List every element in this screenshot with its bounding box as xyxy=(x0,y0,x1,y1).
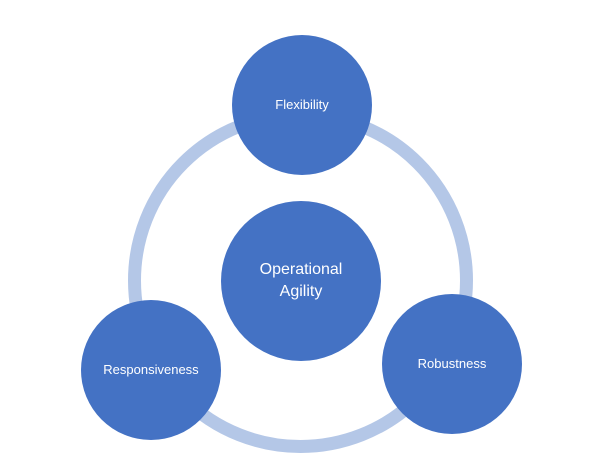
node-flexibility-label: Flexibility xyxy=(275,96,329,112)
node-operational-agility-label: Operational Agility xyxy=(259,261,343,300)
node-flexibility: Flexibility xyxy=(232,35,372,175)
node-robustness-label: Robustness xyxy=(417,355,487,371)
node-operational-agility: Operational Agility xyxy=(221,201,381,361)
node-robustness: Robustness xyxy=(382,294,522,434)
node-responsiveness-label: Responsiveness xyxy=(103,361,199,377)
node-responsiveness: Responsiveness xyxy=(81,300,221,440)
